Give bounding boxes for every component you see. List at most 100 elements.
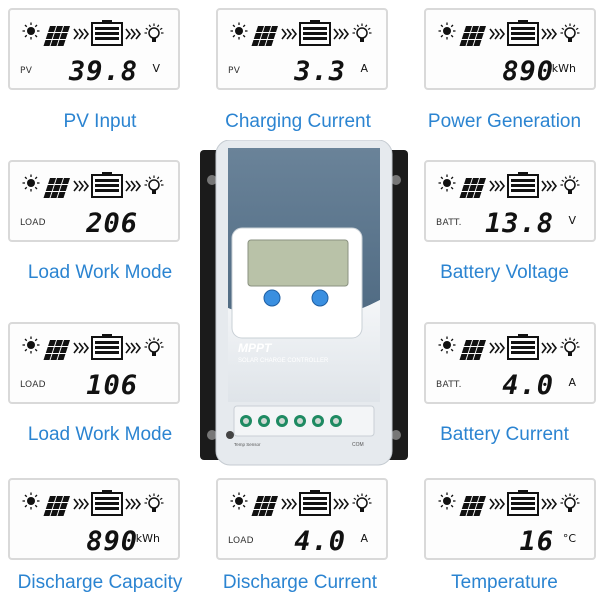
arrows-icon [541,180,558,192]
arrows-icon [489,498,506,510]
tile-value: 3.3 [294,56,346,87]
lcd-tile-charging-current: PV 3.3 A [216,8,388,90]
select-button [263,289,281,307]
arrows-icon [489,342,506,354]
solar-panel-icon [459,26,486,46]
battery-icon [507,490,539,516]
tile-value: 106 [86,370,138,401]
bulb-icon [352,23,372,42]
sun-icon [22,22,40,40]
temp-sensor-label: Temp Sensor [234,442,261,447]
tile-label: BATT. [436,218,462,228]
solar-panel-icon [43,26,70,46]
sun-icon [438,174,456,192]
arrows-icon [333,498,350,510]
arrows-icon [125,342,142,354]
bracket-hole [207,430,217,440]
lcd-screen [247,239,349,287]
arrows-icon [541,498,558,510]
bulb-icon [560,175,580,194]
tile-value: 4.0 [294,526,346,557]
caption-battery-voltage: Battery Voltage [440,262,569,283]
tile-label: LOAD [228,536,254,546]
battery-icon [299,490,331,516]
bracket-hole [391,430,401,440]
arrows-icon [73,342,90,354]
caption-pv-input: PV Input [63,111,137,132]
status-icons [438,334,580,360]
bracket-hole [207,175,217,185]
battery-icon [91,172,123,198]
tile-unit: V [568,214,576,227]
subtitle-text: SOLAR CHARGE CONTROLLER [238,358,329,364]
tile-unit: A [360,532,368,545]
lcd-tile-load-work-mode-2: LOAD 106 [8,322,180,404]
lcd-tile-battery-current: BATT. 4.0 A [424,322,596,404]
tile-value: 890 [502,56,554,87]
solar-panel-icon [459,340,486,360]
status-icons [22,490,164,516]
lcd-tile-load-work-mode: LOAD 206 [8,160,180,242]
sun-icon [438,492,456,510]
status-icons [438,172,580,198]
tile-label: BATT. [436,380,462,390]
lcd-tile-battery-voltage: BATT. 13.8 V [424,160,596,242]
sun-icon [230,492,248,510]
status-icons [22,172,164,198]
status-icons [230,490,372,516]
status-icons [438,490,580,516]
caption-charging-current: Charging Current [225,111,371,132]
lcd-tile-discharge-capacity: 890 kWh [8,478,180,560]
terminal-screws [240,415,342,427]
tile-value: 13.8 [484,208,554,239]
solar-charge-controller: SELECT ENTER MPPT SOLAR CHARGE CONTROLLE… [200,139,408,470]
arrows-icon [125,180,142,192]
bulb-icon [352,493,372,512]
caption-load-work-mode: Load Work Mode [27,262,173,283]
arrows-icon [73,28,90,40]
arrows-icon [489,28,506,40]
arrows-icon [281,28,298,40]
tile-value: 890 [86,526,138,557]
brand-text: MPPT [238,341,273,355]
tile-label: LOAD [20,218,46,228]
tile-unit: °C [562,532,576,545]
caption-load-work-mode-2: Load Work Mode [27,424,173,445]
solar-panel-icon [43,178,70,198]
status-icons [22,334,164,360]
sun-icon [230,22,248,40]
arrows-icon [125,498,142,510]
solar-panel-icon [43,340,70,360]
tile-value: 206 [86,208,138,239]
tile-unit: kWh [135,532,160,545]
arrows-icon [333,28,350,40]
caption-discharge-capacity: Discharge Capacity [17,572,183,593]
select-label: SELECT [262,322,281,328]
status-icons [22,20,164,46]
solar-panel-icon [43,496,70,516]
bulb-icon [144,337,164,356]
arrows-icon [281,498,298,510]
sun-icon [438,22,456,40]
status-icons [230,20,372,46]
battery-icon [91,334,123,360]
sun-icon [22,336,40,354]
tile-value: 16 [519,526,554,557]
temp-sensor-port [226,431,234,439]
solar-panel-icon [459,496,486,516]
caption-battery-current: Battery Current [440,424,569,445]
arrows-icon [541,342,558,354]
solar-panel-icon [251,26,278,46]
caption-temperature: Temperature [451,572,558,593]
bulb-icon [144,493,164,512]
enter-button [311,289,329,307]
enter-label: ENTER [312,322,329,328]
battery-icon [299,20,331,46]
tile-value: 4.0 [502,370,554,401]
tile-label: LOAD [20,380,46,390]
status-icons [438,20,580,46]
caption-power-generation: Power Generation [427,111,582,132]
solar-panel-icon [251,496,278,516]
arrows-icon [73,498,90,510]
solar-panel-icon [459,178,486,198]
